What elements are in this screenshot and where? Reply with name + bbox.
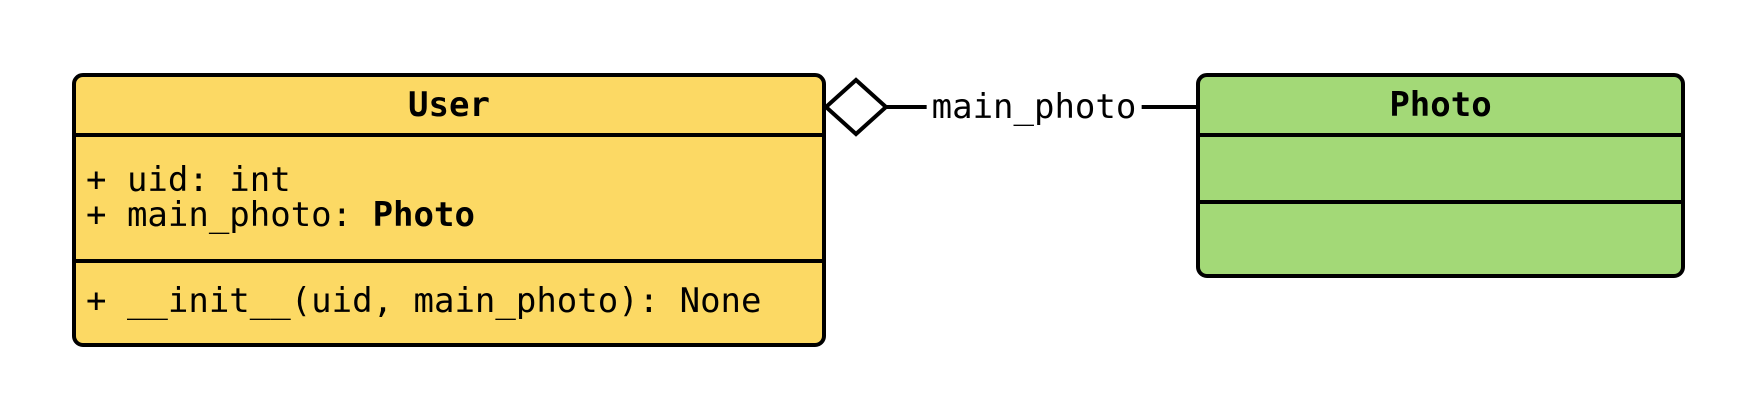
attribute-prefix: + uid: [86,160,230,200]
attribute-prefix: + main_photo: [86,195,373,235]
class-methods-photo [1200,204,1681,270]
relationship-label: main_photo [926,87,1142,127]
class-attributes-photo [1200,137,1681,204]
class-box-user: User + uid: int + main_photo: Photo + __… [72,73,826,347]
attribute-type: Photo [372,195,475,235]
attribute-row-uid: + uid: int [86,163,822,198]
class-title-user: User [76,77,822,137]
method-signature: + __init__(uid, main_photo): None [86,281,762,321]
class-attributes-user: + uid: int + main_photo: Photo [76,137,822,263]
class-title-photo: Photo [1200,77,1681,137]
aggregation-diamond-icon [823,77,889,137]
attribute-row-main-photo: + main_photo: Photo [86,198,822,233]
class-box-photo: Photo [1196,73,1685,278]
attribute-type: int [229,160,291,200]
class-methods-user: + __init__(uid, main_photo): None [76,263,822,339]
